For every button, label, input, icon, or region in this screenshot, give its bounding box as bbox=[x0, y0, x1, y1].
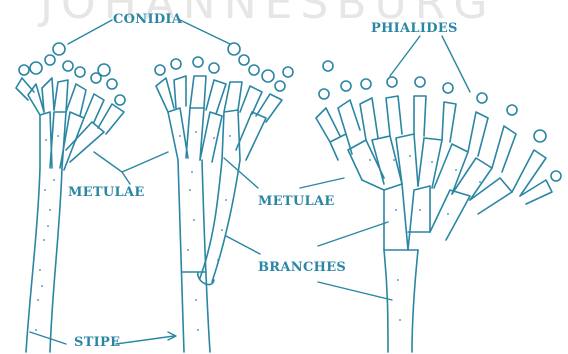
middle-stipe bbox=[178, 160, 184, 352]
phialides-label: PHIALIDES bbox=[371, 22, 458, 35]
middle-metula bbox=[168, 108, 188, 160]
branches-label: BRANCHES bbox=[258, 261, 346, 274]
right-conidiophore bbox=[316, 61, 561, 352]
metulae-label-left: METULAE bbox=[68, 186, 145, 199]
right-phialides bbox=[316, 108, 340, 142]
left-stipe bbox=[26, 168, 40, 352]
metulae-label-right: METULAE bbox=[258, 195, 335, 208]
right-branch bbox=[384, 184, 408, 250]
right-stipe bbox=[384, 250, 388, 352]
conidia-label: CONIDIA bbox=[113, 13, 182, 26]
middle-phialides bbox=[156, 78, 174, 112]
stipe-label: STIPE bbox=[74, 336, 120, 349]
right-conidia bbox=[319, 61, 561, 181]
right-metula bbox=[348, 140, 384, 180]
